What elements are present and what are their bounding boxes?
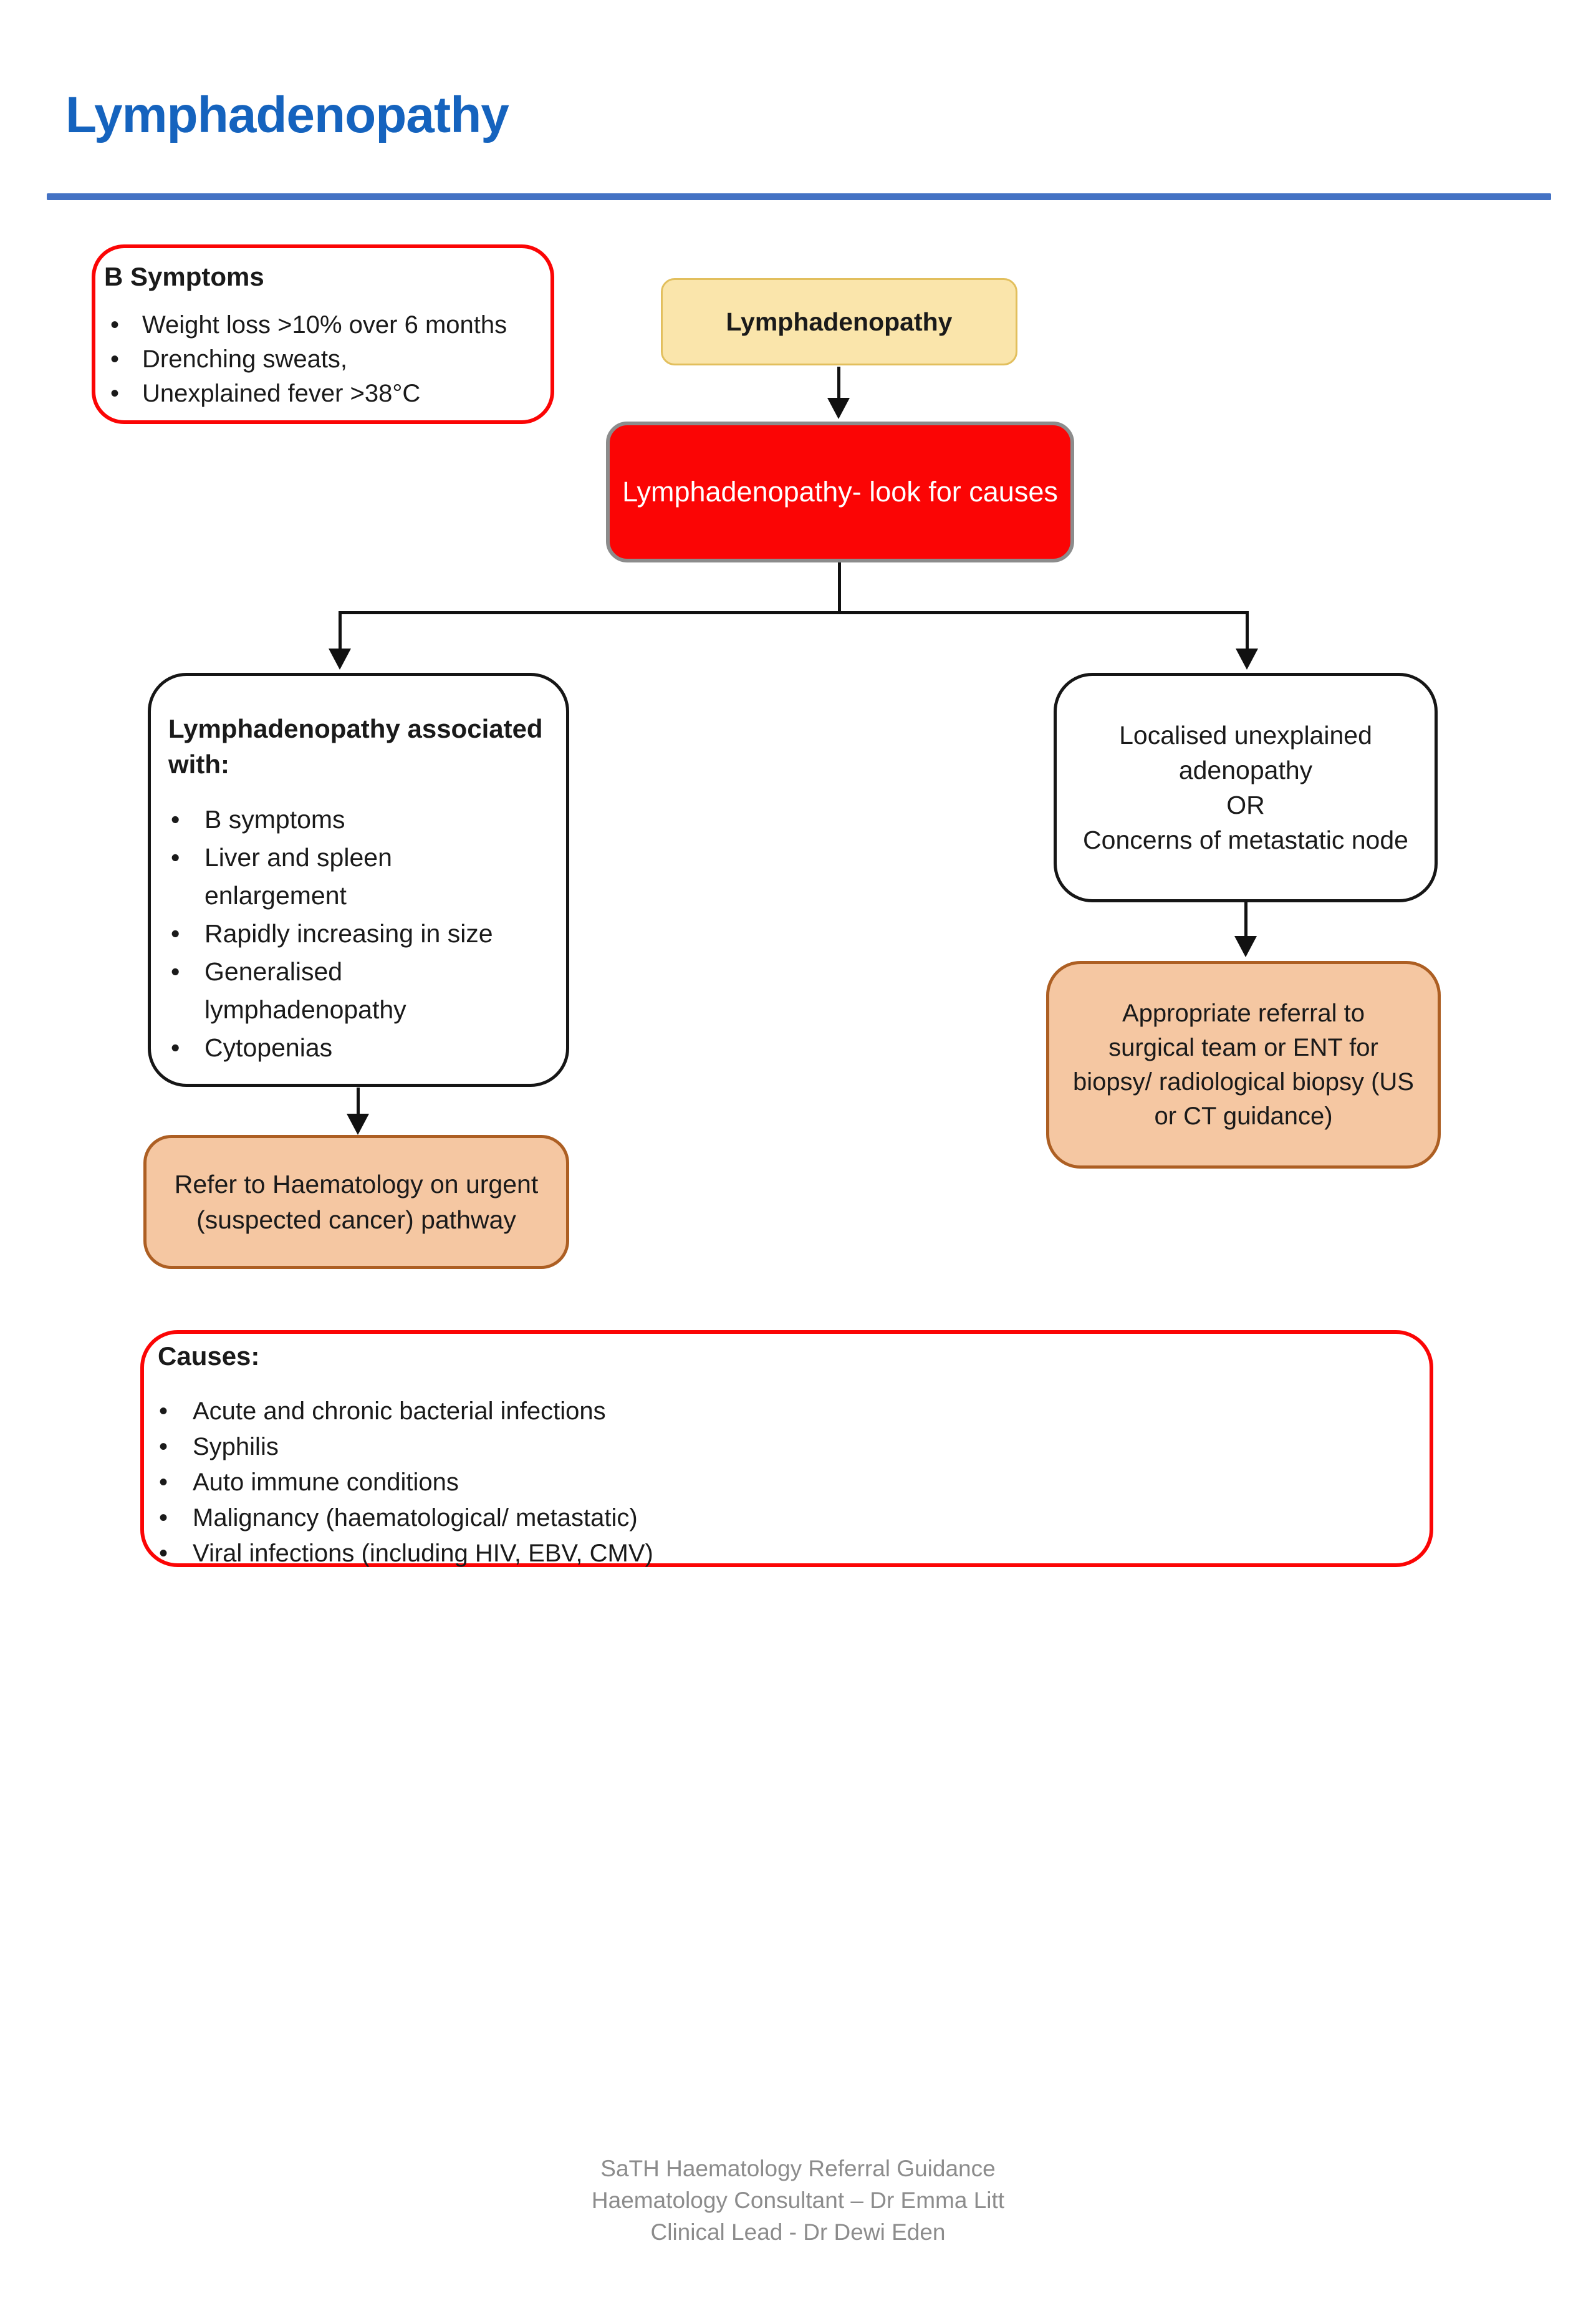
bullet-text: Generalised lymphadenopathy [204,957,406,1024]
bullet-dot: • [159,1469,168,1496]
list-item: • Malignancy (haematological/ metastatic… [154,1500,1411,1536]
bullet-text: Malignancy (haematological/ metastatic) [193,1504,638,1532]
list-item: • Unexplained fever >38°C [103,377,539,411]
bullet-text: B symptoms [204,805,345,834]
list-item: • B symptoms [167,801,550,839]
bullet-text: Syphilis [193,1433,279,1460]
bullet-dot: • [171,1033,180,1062]
bullet-dot: • [159,1433,168,1460]
flow-connector-line [837,367,840,399]
list-item: • Liver and spleen enlargement [167,839,550,915]
causes-box: Causes: • Acute and chronic bacterial in… [140,1330,1433,1567]
bullet-text: Drenching sweats, [142,345,348,373]
bullet-text: Viral infections (including HIV, EBV, CM… [193,1540,653,1567]
b-symptoms-title: B Symptoms [104,262,264,291]
flow-connector-line [339,611,1249,614]
bullet-dot: • [171,919,180,948]
list-item: • Rapidly increasing in size [167,915,550,953]
bullet-text: Liver and spleen enlargement [204,843,392,910]
list-item: • Syphilis [154,1429,1411,1465]
flow-node-refer-surgical: Appropriate referral to surgical team or… [1046,961,1441,1169]
list-item: • Generalised lymphadenopathy [167,953,550,1029]
flow-connector-line [1244,902,1247,937]
list-item: • Weight loss >10% over 6 months [103,308,539,342]
bullet-dot: • [171,843,180,872]
bullet-dot: • [110,345,120,373]
b-symptoms-box: B Symptoms • Weight loss >10% over 6 mon… [92,244,554,424]
arrow-down-icon [1234,936,1257,957]
page-footer: SaTH Haematology Referral Guidance Haema… [0,2153,1596,2248]
bullet-dot: • [110,380,120,407]
arrow-down-icon [1236,649,1258,670]
bullet-text: Cytopenias [204,1033,333,1062]
bullet-dot: • [159,1504,168,1532]
causes-title: Causes: [158,1341,260,1371]
footer-line: SaTH Haematology Referral Guidance [600,2156,996,2181]
bullet-dot: • [171,805,180,834]
arrow-down-icon [329,649,351,670]
footer-line: Clinical Lead - Dr Dewi Eden [650,2219,946,2245]
bullet-text: Acute and chronic bacterial infections [193,1397,606,1425]
associated-title: Lymphadenopathy associated with: [168,714,543,779]
flow-connector-line [838,562,841,614]
flow-node-associated-with: Lymphadenopathy associated with: • B sym… [148,673,569,1087]
flow-node-localised-adenopathy: Localised unexplained adenopathy OR Conc… [1054,673,1438,902]
list-item: • Viral infections (including HIV, EBV, … [154,1536,1411,1571]
list-item: • Acute and chronic bacterial infections [154,1394,1411,1429]
flow-node-look-for-causes: Lymphadenopathy- look for causes [606,422,1074,562]
bullet-text: Unexplained fever >38°C [142,380,421,407]
bullet-dot: • [159,1540,168,1567]
bullet-text: Weight loss >10% over 6 months [142,311,507,339]
page-title: Lymphadenopathy [65,87,509,143]
list-item: • Auto immune conditions [154,1465,1411,1500]
footer-line: Haematology Consultant – Dr Emma Litt [591,2188,1005,2213]
flow-connector-line [339,611,342,650]
flow-node-refer-haematology: Refer to Haematology on urgent (suspecte… [143,1135,569,1269]
bullet-dot: • [110,311,120,339]
bullet-dot: • [171,957,180,986]
flow-connector-line [1246,611,1249,650]
list-item: • Cytopenias [167,1029,550,1067]
arrow-down-icon [347,1114,369,1135]
arrow-down-icon [827,398,850,419]
flow-connector-line [357,1088,360,1115]
bullet-text: Rapidly increasing in size [204,919,493,948]
flow-node-start: Lymphadenopathy [661,278,1017,365]
bullet-dot: • [159,1397,168,1425]
title-divider [47,193,1551,200]
list-item: • Drenching sweats, [103,342,539,377]
bullet-text: Auto immune conditions [193,1469,459,1496]
